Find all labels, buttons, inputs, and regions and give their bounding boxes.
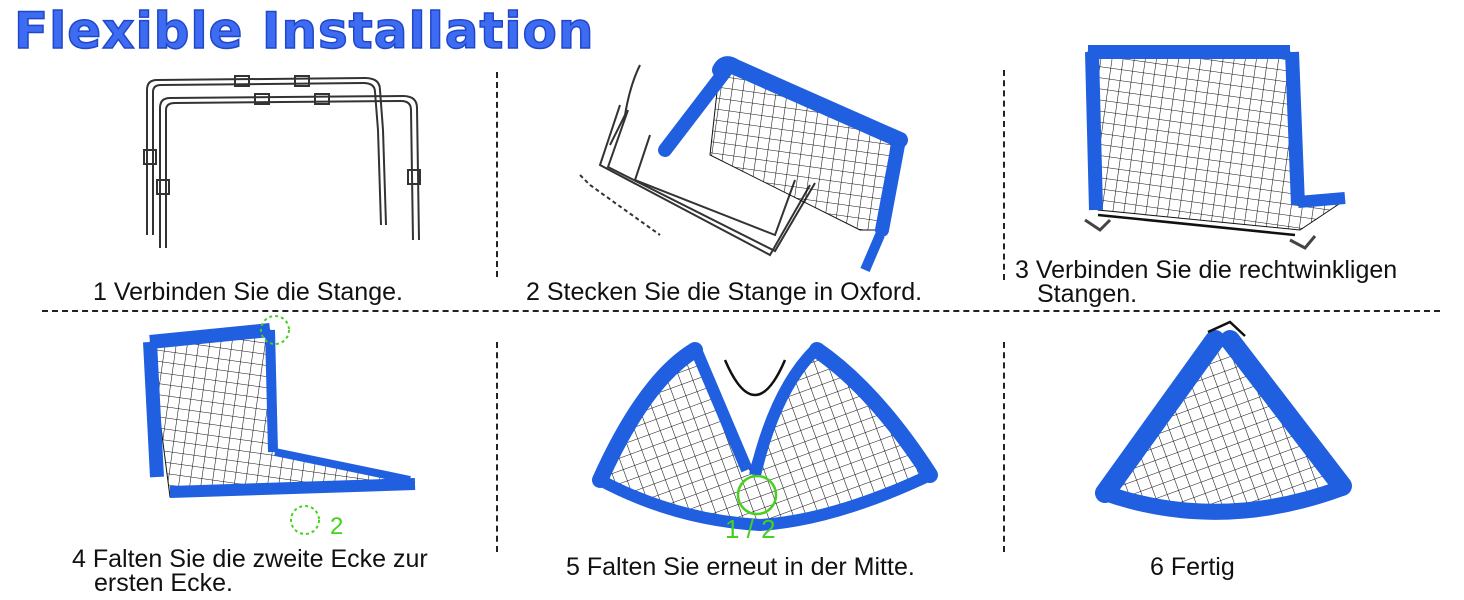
step4-illustration: 2	[143, 315, 416, 540]
step5-marker: 1 / 2	[725, 514, 776, 544]
divider-horizontal	[42, 310, 1440, 312]
step1-caption: 1 Verbinden Sie die Stange.	[93, 278, 403, 306]
step4-caption-line2: ersten Ecke.	[94, 569, 233, 597]
step4-marker: 2	[330, 513, 343, 540]
step6-caption: 6 Fertig	[1150, 553, 1235, 581]
step1-illustration	[143, 75, 421, 248]
step4-caption-line1: 4 Falten Sie die zweite Ecke zur	[72, 545, 428, 573]
step3-illustration	[1084, 45, 1346, 250]
step4-caption: 4 Falten Sie die zweite Ecke zur ersten …	[72, 545, 428, 597]
step6-illustration	[1095, 320, 1352, 520]
step2-caption: 2 Stecken Sie die Stange in Oxford.	[526, 278, 923, 306]
step3-caption: 3 Verbinden Sie die rechtwinkligen Stang…	[1015, 256, 1398, 308]
step3-caption-line1: 3 Verbinden Sie die rechtwinkligen	[1015, 256, 1398, 284]
divider-vertical-2	[1003, 70, 1005, 280]
page-title: Flexible Installation	[13, 1, 595, 61]
step5-caption: 5 Falten Sie erneut in der Mitte.	[566, 553, 915, 581]
step2-illustration	[579, 56, 908, 272]
step5-illustration: 1 / 2	[592, 342, 938, 544]
step3-caption-line2: Stangen.	[1037, 280, 1138, 308]
divider-vertical-4	[1003, 342, 1005, 552]
divider-vertical-3	[496, 342, 498, 552]
divider-vertical-1	[496, 72, 498, 277]
